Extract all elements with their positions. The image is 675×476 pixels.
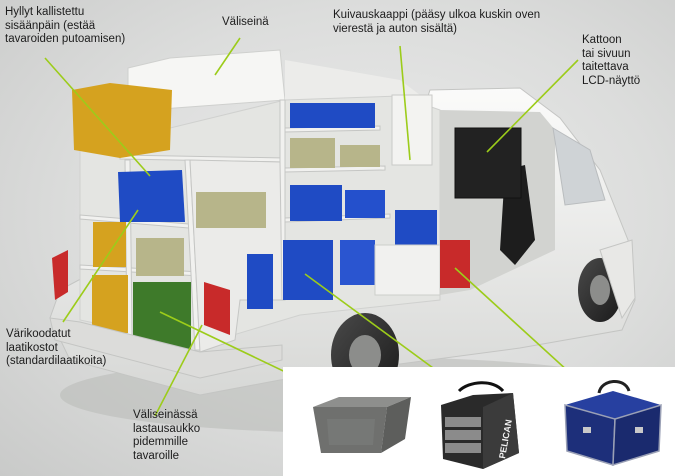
box-blue-floor-2 [340,240,375,285]
rear-bumper [49,317,283,379]
red-flap-right [204,282,230,335]
box-khaki-shelf [290,138,335,168]
label-shelf: Hyllyt kallistettu sisäänpäin (estää tav… [5,6,126,45]
label-color-boxes: Värikoodatut laatikostot (standardilaati… [6,328,107,367]
drying-cabinet [391,94,433,166]
cab-side-window [552,127,606,206]
box-yellow-left [93,222,126,267]
box-khaki-middle [196,192,266,228]
equipment-inset: PELICAN [283,367,675,476]
cargo-boxes [52,83,470,352]
tool-bag-icon [441,381,519,469]
red-flap-left [52,250,68,300]
front-bumper [599,239,636,320]
roof-rail [285,60,420,100]
label-lcd: Kattoon tai sivuun taitettava LCD-näyttö [582,34,641,87]
box-blue-tall [247,254,273,309]
leader-color-boxes [62,209,139,323]
label-loading-hatch: Väliseinässä lastausaukko pidemmille tav… [133,409,201,462]
leader-drying-cabinet [399,45,411,161]
box-khaki-low [136,238,184,276]
label-drying-cabinet: Kuivauskaappi (pääsy ulkoa kuskin oven v… [333,9,541,35]
plastic-crate-icon [313,397,411,453]
box-red-floor [440,240,470,288]
lcd-screen [454,127,522,199]
box-blue-top-right [290,103,375,128]
box-blue-middle [118,170,185,222]
leader-shelf [44,57,151,177]
leader-loading-hatch [154,324,203,417]
box-yellow-top [72,83,172,158]
label-partition: Väliseinä [222,16,269,28]
box-yellow-bottom [92,275,128,333]
leader-partition [214,37,241,76]
leader-lcd [486,59,579,153]
box-khaki-shelf-2 [340,145,380,167]
box-blue-shelf-2 [345,190,385,218]
hard-case-icon [564,380,662,467]
inset-illustrations: PELICAN [313,380,662,469]
box-blue-shelf [290,185,342,221]
box-white-floor [374,244,441,296]
box-blue-floor [283,240,333,300]
